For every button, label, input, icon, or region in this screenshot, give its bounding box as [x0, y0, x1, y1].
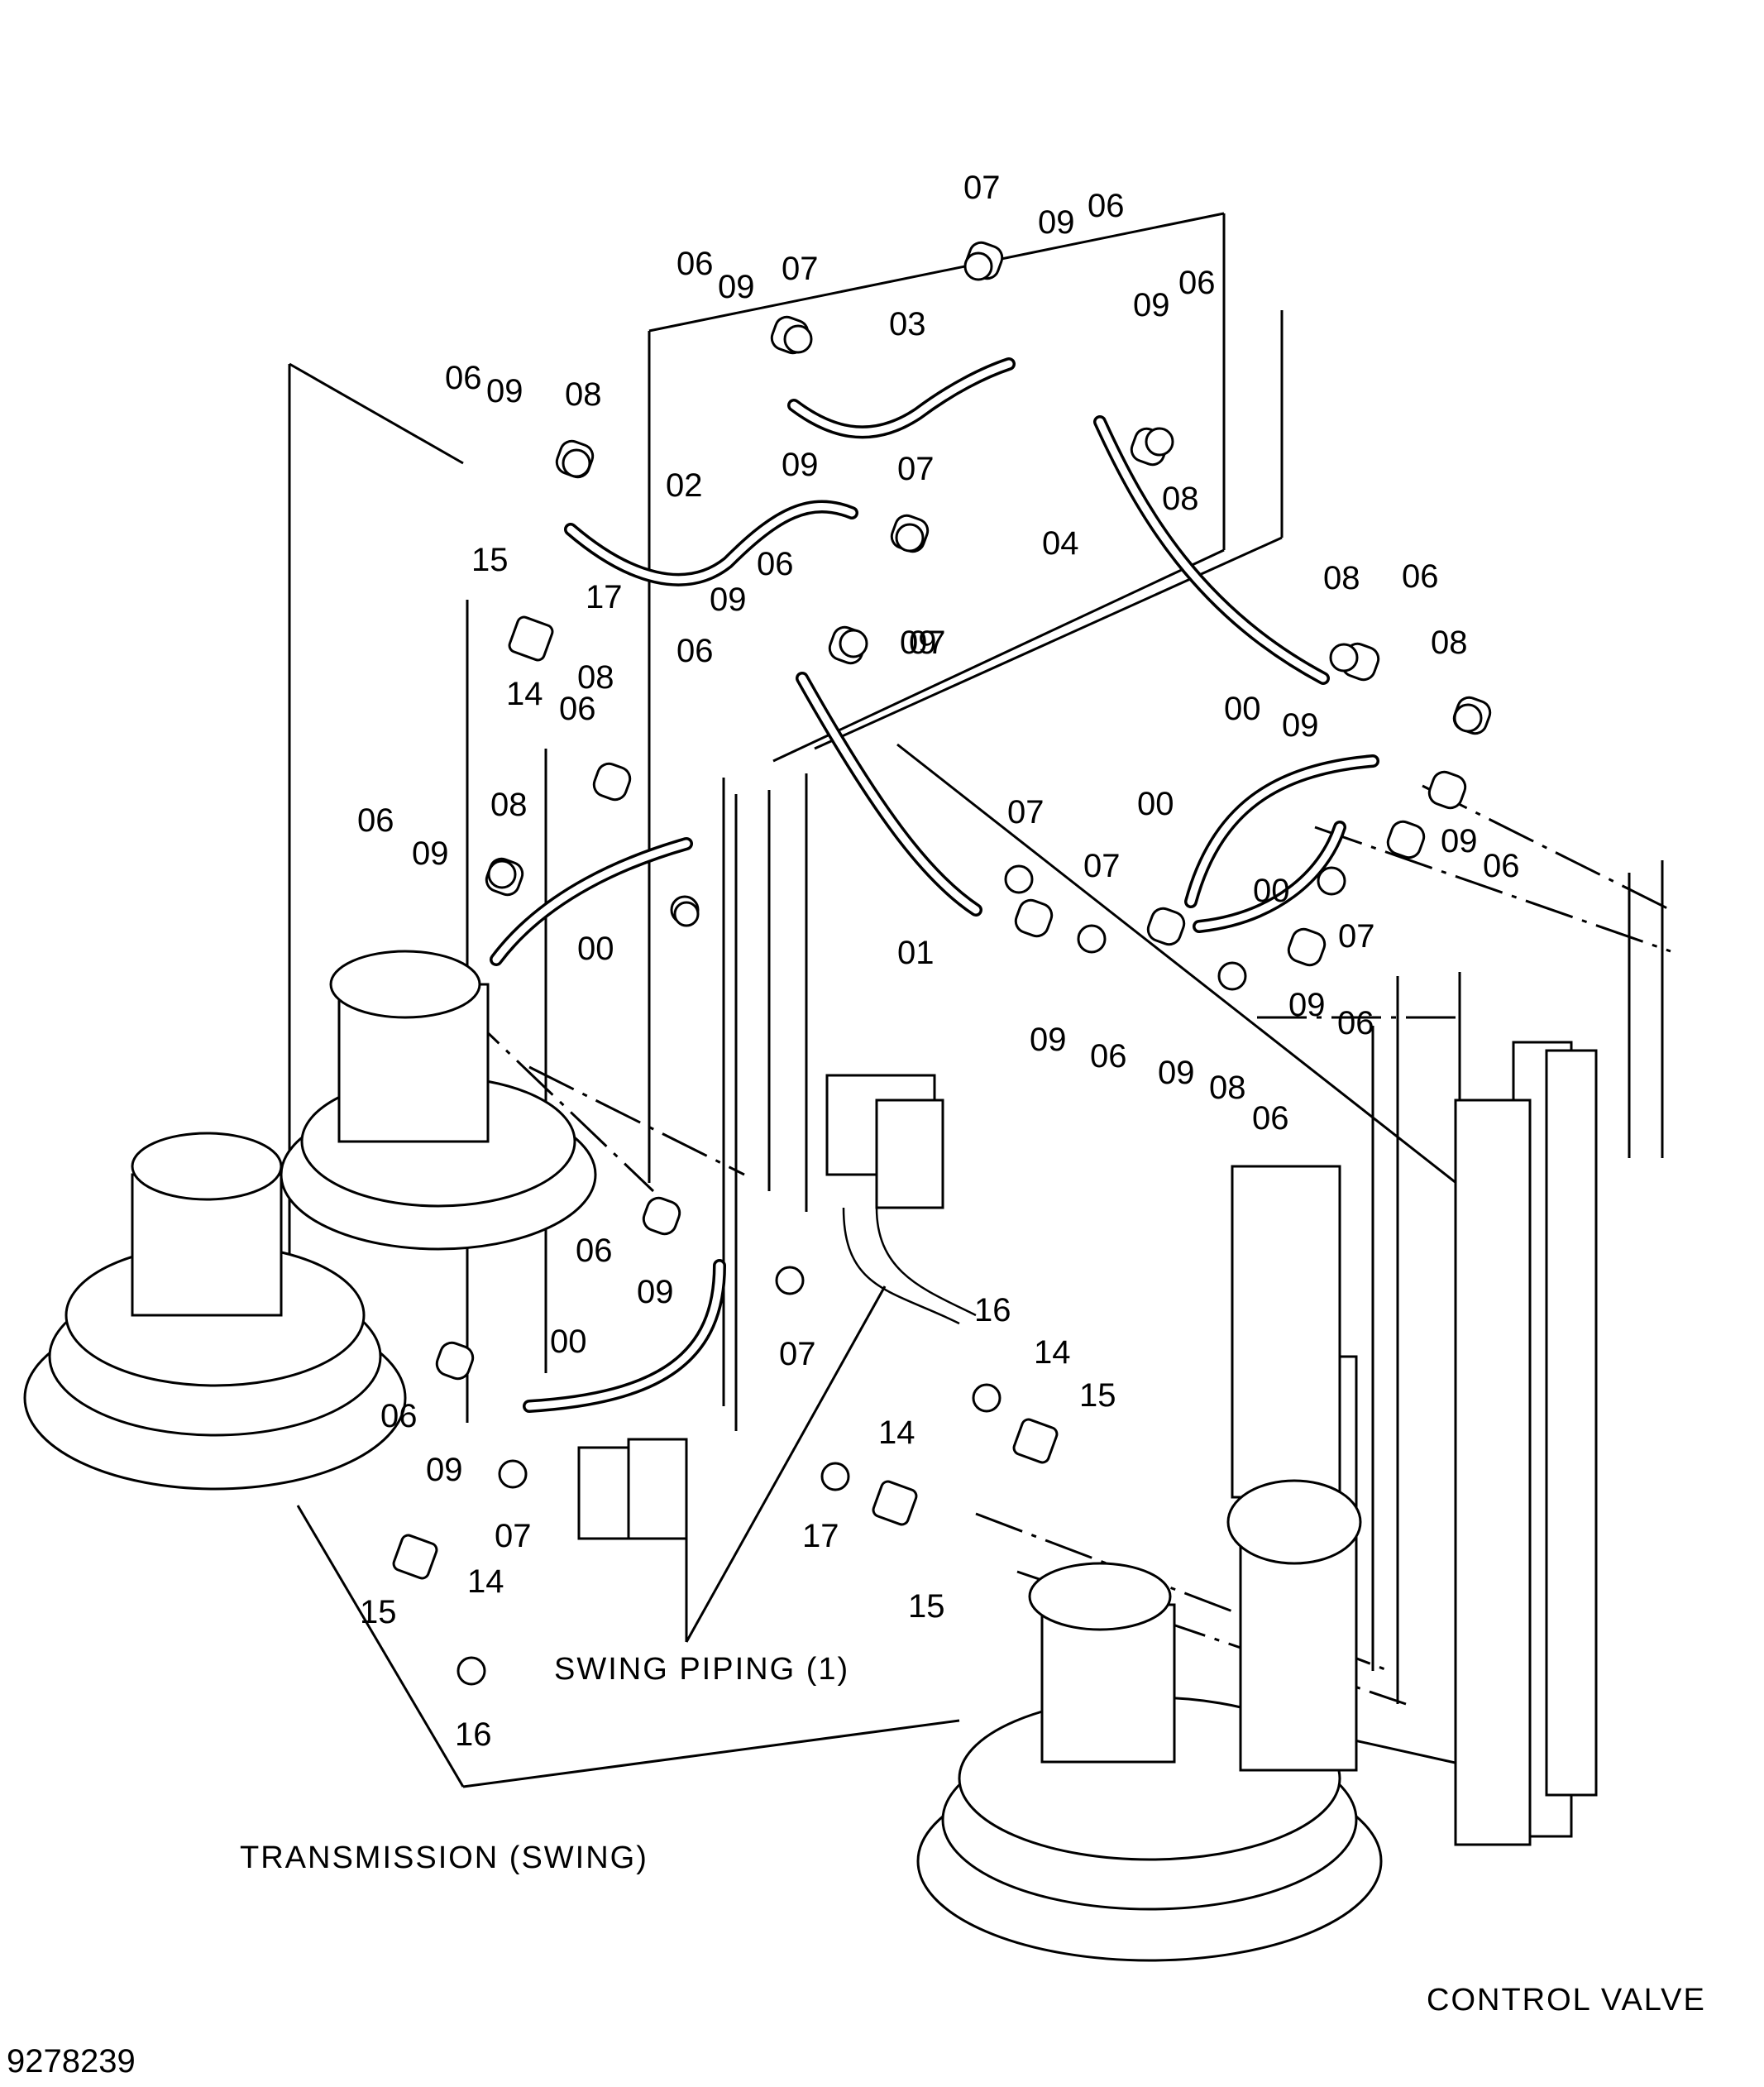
part-label: 08 — [1209, 1070, 1246, 1106]
part-label: 07 — [897, 451, 935, 487]
part-label: 06 — [1090, 1038, 1127, 1075]
part-label: 00 — [1137, 786, 1174, 822]
part-label: 06 — [576, 1233, 613, 1269]
swing-motor-left — [23, 950, 597, 1491]
part-label: 09 — [486, 373, 523, 409]
part-label: 07 — [1007, 794, 1045, 830]
part-label: 09 — [1133, 287, 1170, 323]
part-label: 14 — [878, 1414, 915, 1451]
part-label: 07 — [909, 625, 946, 661]
fittings — [392, 241, 1492, 1580]
part-label: 14 — [1034, 1334, 1071, 1371]
part-label: 06 — [676, 246, 714, 282]
part-label: 17 — [802, 1518, 839, 1554]
part-label: 09 — [718, 269, 755, 305]
part-labels: 07 09 06 06 09 07 03 09 06 06 09 08 02 0… — [357, 170, 1520, 1753]
part-label: 09 — [710, 582, 747, 618]
part-label: 06 — [357, 802, 394, 839]
control-valve-right — [916, 1041, 1598, 1962]
part-label: 01 — [897, 935, 935, 971]
part-label: 09 — [1282, 707, 1319, 744]
part-label: 06 — [1088, 188, 1125, 224]
part-label: 08 — [490, 787, 528, 823]
part-label: 15 — [1079, 1377, 1116, 1414]
part-label: 07 — [779, 1336, 816, 1372]
part-label: 06 — [757, 546, 794, 582]
caption-control-valve: CONTROL VALVE — [1427, 1983, 1706, 2018]
part-label: 15 — [471, 542, 509, 578]
part-label: 16 — [455, 1716, 492, 1753]
part-label: 09 — [1158, 1055, 1195, 1091]
part-label: 00 — [1224, 691, 1261, 727]
part-label: 06 — [1402, 558, 1439, 595]
part-label: 07 — [963, 170, 1001, 206]
part-label: 08 — [577, 659, 614, 696]
part-label: 09 — [782, 447, 819, 483]
part-label: 09 — [900, 625, 937, 661]
part-label: 09 — [1288, 987, 1326, 1023]
part-label: 15 — [908, 1588, 945, 1625]
part-label: 06 — [380, 1398, 418, 1434]
figure-number: 9278239 — [7, 2043, 136, 2080]
part-label: 00 — [550, 1324, 587, 1360]
part-label: 09 — [1030, 1022, 1067, 1058]
part-label: 00 — [1253, 873, 1290, 909]
part-label: 04 — [1042, 525, 1079, 562]
caption-transmission: TRANSMISSION (SWING) — [240, 1840, 648, 1875]
part-label: 09 — [1038, 204, 1075, 241]
part-label: 15 — [360, 1594, 397, 1630]
part-label: 06 — [1252, 1100, 1289, 1137]
part-label: 08 — [565, 376, 602, 413]
part-label: 07 — [782, 251, 819, 287]
part-label: 09 — [637, 1274, 674, 1310]
part-label: 09 — [412, 835, 449, 872]
bolts — [457, 251, 1483, 1686]
part-label: 09 — [1441, 823, 1478, 859]
part-label: 08 — [1162, 481, 1199, 517]
part-label: 07 — [1338, 918, 1375, 955]
part-label: 07 — [1083, 848, 1121, 884]
part-label: 06 — [559, 691, 596, 727]
part-label: 17 — [586, 579, 623, 615]
hoses — [490, 357, 1379, 1413]
part-label: 08 — [1323, 560, 1360, 596]
part-label: 16 — [974, 1292, 1011, 1328]
part-label: 03 — [889, 306, 926, 342]
part-label: 14 — [467, 1563, 504, 1600]
part-label: 06 — [1483, 848, 1520, 884]
part-label: 00 — [577, 931, 614, 967]
part-label: 06 — [676, 633, 714, 669]
part-label: 06 — [1337, 1005, 1374, 1041]
part-label: 07 — [495, 1518, 532, 1554]
part-label: 14 — [506, 676, 543, 712]
part-label: 02 — [666, 467, 703, 504]
part-label: 06 — [445, 360, 482, 396]
caption-swing-piping: SWING PIPING (1) — [554, 1652, 849, 1687]
part-label: 06 — [1178, 265, 1216, 301]
part-label: 09 — [426, 1452, 463, 1488]
part-label: 08 — [1431, 625, 1468, 661]
swing-piping-block — [577, 1074, 977, 1540]
